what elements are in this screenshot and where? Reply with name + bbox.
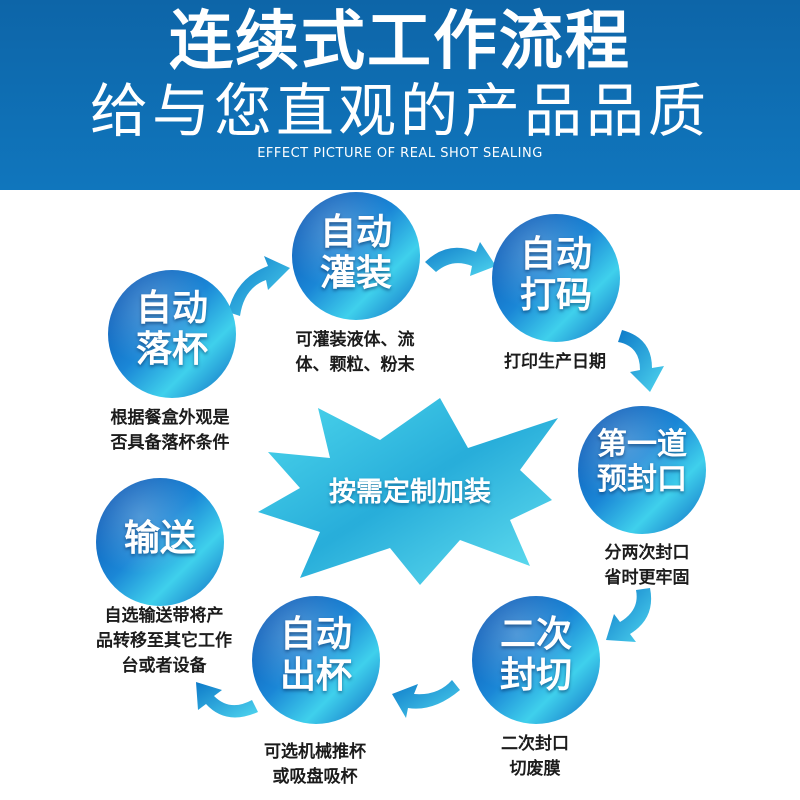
step-guanzhuang-desc-line1: 可灌装液体、流: [295, 330, 415, 350]
step-luobei-title: 自动 落杯: [112, 288, 232, 371]
step-circles: [96, 192, 706, 724]
step-dama-title: 自动 打码: [496, 234, 616, 317]
step-guanzhuang-line1: 自动: [319, 212, 392, 253]
step-dama-line1: 自动: [519, 234, 592, 275]
step-fengqie-desc-line1: 二次封口: [501, 734, 569, 754]
step-chubei-line1: 自动: [279, 614, 352, 655]
step-fengqie-desc-line2: 切废膜: [509, 759, 561, 779]
english-caption: EFFECT PICTURE OF REAL SHOT SEALING: [257, 146, 543, 161]
step-guanzhuang-title: 自动 灌装: [296, 212, 416, 295]
step-yufeng-desc-line1: 分两次封口: [604, 543, 690, 563]
step-shusong-line1: 输送: [123, 518, 196, 559]
step-yufeng-desc-line2: 省时更牢固: [604, 568, 690, 588]
step-shusong-desc-line3: 台或者设备: [121, 656, 207, 676]
center-burst-shape: [258, 398, 558, 585]
header-banner: 连续式工作流程 给与您直观的产品品质 EFFECT PICTURE OF REA…: [0, 0, 800, 190]
step-luobei-desc: 根据餐盒外观是 否具备落杯条件: [60, 406, 280, 456]
step-dama-line2: 打码: [519, 275, 592, 317]
step-luobei-desc-line1: 根据餐盒外观是: [110, 408, 230, 428]
step-chubei-desc-line2: 或吸盘吸杯: [272, 767, 358, 787]
step-luobei-line1: 自动: [135, 288, 208, 329]
step-shusong-desc-line1: 自选输送带将产: [104, 606, 224, 626]
step-chubei-title: 自动 出杯: [256, 614, 376, 697]
step-shusong-title: 输送: [100, 518, 220, 559]
arrow-5-icon: [392, 680, 460, 718]
flow-arrows: [196, 242, 664, 718]
arrow-3-icon: [618, 330, 664, 392]
arrow-4-icon: [606, 588, 652, 642]
step-yufeng-title: 第一道 预封口: [578, 427, 706, 497]
center-label: 按需定制加装: [329, 477, 491, 508]
step-shusong-desc: 自选输送带将产 品转移至其它工作 台或者设备: [64, 604, 264, 679]
step-yufeng-line1: 第一道: [597, 427, 687, 462]
step-fengqie-line2: 封切: [499, 655, 572, 697]
page-subtitle: 给与您直观的产品品质: [89, 77, 710, 145]
step-chubei-desc-line1: 可选机械推杯: [264, 742, 366, 762]
step-luobei-line2: 落杯: [135, 329, 208, 371]
page-title: 连续式工作流程: [169, 5, 631, 79]
step-guanzhuang-desc: 可灌装液体、流 体、颗粒、粉末: [250, 328, 460, 378]
step-fengqie-desc: 二次封口 切废膜: [470, 732, 600, 782]
step-guanzhuang-desc-line2: 体、颗粒、粉末: [295, 355, 415, 375]
step-shusong-desc-line2: 品转移至其它工作: [96, 631, 232, 651]
step-guanzhuang-line2: 灌装: [319, 253, 392, 295]
arrow-2-icon: [425, 242, 496, 276]
step-dama-desc: 打印生产日期: [470, 350, 640, 375]
step-chubei-line2: 出杯: [279, 655, 352, 697]
step-fengqie-line1: 二次: [499, 614, 572, 655]
arrow-1-icon: [228, 256, 290, 316]
step-yufeng-line2: 预封口: [597, 461, 687, 497]
step-fengqie-title: 二次 封切: [476, 614, 596, 697]
step-luobei-desc-line2: 否具备落杯条件: [110, 433, 230, 453]
step-chubei-desc: 可选机械推杯 或吸盘吸杯: [230, 740, 400, 790]
step-yufeng-desc: 分两次封口 省时更牢固: [572, 541, 722, 591]
arrow-6-icon: [196, 682, 258, 718]
step-dama-desc-line1: 打印生产日期: [504, 352, 606, 372]
